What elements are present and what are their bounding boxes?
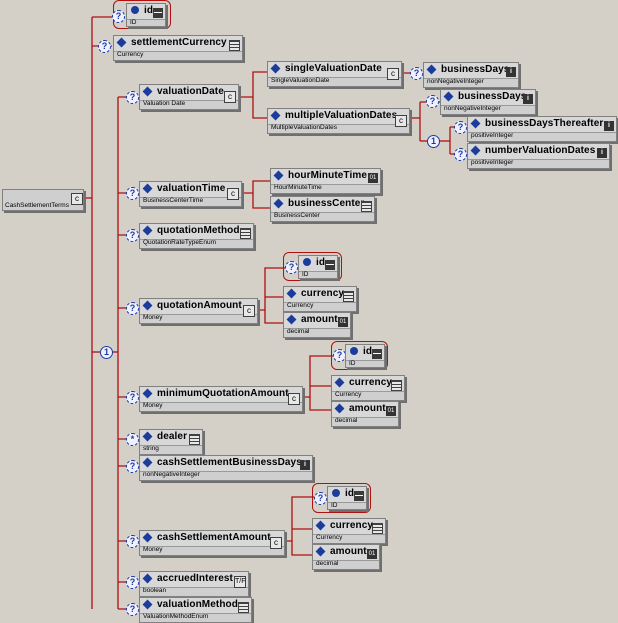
compositor-icon[interactable]: c bbox=[288, 393, 300, 405]
optional-icon: ? bbox=[126, 603, 139, 616]
root-node[interactable]: CashSettlementTerms c bbox=[2, 189, 84, 211]
type-icon bbox=[238, 602, 249, 613]
node-cash-settlement-business-days[interactable]: cashSettlementBusinessDays nonNegativeIn… bbox=[139, 455, 313, 481]
node-csa-amount[interactable]: amount decimal 01 bbox=[312, 544, 380, 570]
attribute-icon bbox=[332, 489, 340, 497]
node-business-days-thereafter[interactable]: businessDaysThereafter positiveInteger i bbox=[467, 116, 617, 142]
one-occurrence-icon: 1 bbox=[427, 135, 440, 148]
compositor-icon[interactable]: c bbox=[387, 68, 399, 80]
node-valuation-method[interactable]: valuationMethod ValuationMethodEnum bbox=[139, 597, 252, 623]
boolean-type-icon: T/F bbox=[234, 576, 246, 588]
optional-icon: ? bbox=[112, 10, 125, 23]
node-csa-id[interactable]: id ID bbox=[327, 486, 367, 510]
optional-icon: ? bbox=[98, 40, 111, 53]
type-icon bbox=[325, 260, 335, 270]
info-icon: i bbox=[506, 67, 516, 77]
node-qa-currency[interactable]: currency Currency bbox=[283, 286, 357, 312]
node-quotation-amount[interactable]: quotationAmount Money c bbox=[139, 298, 258, 324]
node-business-center[interactable]: businessCenter BusinessCenter bbox=[270, 196, 375, 222]
compositor-icon[interactable]: c bbox=[243, 305, 255, 317]
numeric-type-icon: 01 bbox=[367, 549, 377, 559]
many-occurrence-icon: * bbox=[126, 433, 139, 446]
optional-icon: ? bbox=[126, 229, 139, 242]
optional-icon: ? bbox=[126, 187, 139, 200]
numeric-type-icon: 01 bbox=[368, 173, 378, 183]
info-icon: i bbox=[604, 121, 614, 131]
optional-icon: ? bbox=[126, 535, 139, 548]
node-valuation-date[interactable]: valuationDate Valuation Date c bbox=[139, 84, 239, 110]
type-icon bbox=[229, 40, 240, 51]
node-csa-currency[interactable]: currency Currency bbox=[312, 518, 386, 544]
attribute-group bbox=[283, 252, 342, 281]
optional-icon: ? bbox=[410, 67, 423, 80]
optional-icon: ? bbox=[454, 121, 467, 134]
node-valuation-time[interactable]: valuationTime BusinessCenterTime c bbox=[139, 181, 242, 207]
numeric-type-icon: 01 bbox=[386, 406, 396, 416]
optional-icon: ? bbox=[426, 95, 439, 108]
node-multiple-valuation-dates[interactable]: multipleValuationDates MultipleValuation… bbox=[267, 108, 410, 134]
compositor-icon[interactable]: c bbox=[224, 91, 236, 103]
compositor-icon[interactable]: c bbox=[270, 537, 282, 549]
info-icon: i bbox=[523, 94, 533, 104]
optional-icon: ? bbox=[285, 261, 298, 274]
optional-icon: ? bbox=[126, 391, 139, 404]
type-icon bbox=[343, 291, 354, 302]
node-id-top[interactable]: id ID bbox=[126, 3, 166, 27]
numeric-type-icon: 01 bbox=[338, 317, 348, 327]
optional-icon: ? bbox=[126, 460, 139, 473]
node-quotation-method[interactable]: quotationMethod QuotationRateTypeEnum bbox=[139, 223, 254, 249]
node-hour-minute-time[interactable]: hourMinuteTime HourMinuteTime 01 bbox=[270, 168, 381, 194]
info-icon: i bbox=[300, 460, 310, 470]
node-accrued-interest[interactable]: accruedInterest boolean T/F bbox=[139, 571, 249, 597]
node-cash-settlement-amount[interactable]: cashSettlementAmount Money c bbox=[139, 530, 285, 556]
compositor-icon[interactable]: c bbox=[71, 193, 83, 205]
node-minimum-quotation-amount[interactable]: minimumQuotationAmount Money c bbox=[139, 386, 303, 412]
node-dealer[interactable]: dealer string bbox=[139, 429, 203, 455]
one-occurrence-icon: 1 bbox=[100, 346, 113, 359]
info-icon: i bbox=[597, 148, 607, 158]
attribute-icon bbox=[350, 347, 358, 355]
node-qa-id[interactable]: id ID bbox=[298, 255, 338, 279]
optional-icon: ? bbox=[126, 576, 139, 589]
type-icon bbox=[391, 380, 402, 391]
node-number-valuation-dates[interactable]: numberValuationDates positiveInteger i bbox=[467, 143, 610, 169]
type-icon bbox=[240, 228, 251, 239]
type-icon bbox=[189, 434, 200, 445]
attribute-icon bbox=[131, 6, 139, 14]
node-mqa-id[interactable]: id ID bbox=[345, 344, 385, 368]
type-icon bbox=[153, 8, 163, 18]
attribute-group bbox=[312, 483, 371, 513]
node-qa-amount[interactable]: amount decimal 01 bbox=[283, 312, 351, 338]
type-icon bbox=[372, 523, 383, 534]
attribute-icon bbox=[303, 258, 311, 266]
node-mqa-currency[interactable]: currency Currency bbox=[331, 375, 405, 401]
root-label: CashSettlementTerms bbox=[5, 202, 69, 209]
optional-icon: ? bbox=[454, 148, 467, 161]
node-mqa-amount[interactable]: amount decimal 01 bbox=[331, 401, 399, 427]
compositor-icon[interactable]: c bbox=[227, 188, 239, 200]
type-icon bbox=[372, 349, 382, 359]
node-single-valuation-date[interactable]: singleValuationDate SingleValuationDate … bbox=[267, 61, 402, 87]
type-icon bbox=[354, 491, 364, 501]
type-icon bbox=[361, 201, 372, 212]
optional-icon: ? bbox=[126, 91, 139, 104]
node-business-days-1[interactable]: businessDays nonNegativeInteger i bbox=[423, 62, 519, 88]
optional-icon: ? bbox=[314, 492, 327, 505]
optional-icon: ? bbox=[126, 302, 139, 315]
node-business-days-2[interactable]: businessDays nonNegativeInteger i bbox=[440, 89, 536, 115]
compositor-icon[interactable]: c bbox=[395, 115, 407, 127]
attribute-group bbox=[331, 341, 388, 370]
node-settlement-currency[interactable]: settlementCurrency Currency bbox=[113, 35, 243, 61]
